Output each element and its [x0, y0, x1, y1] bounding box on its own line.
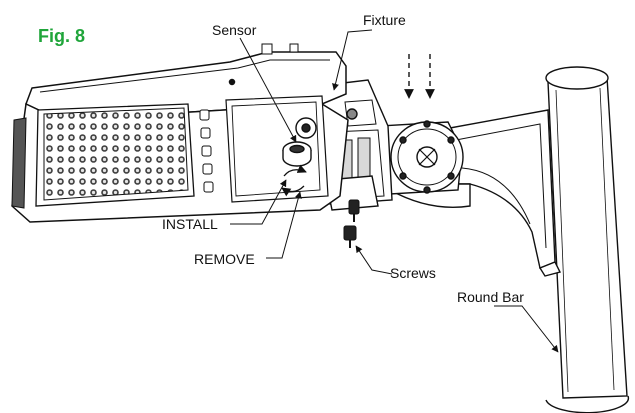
- leader-install: [230, 179, 287, 225]
- fixture-body: [11, 43, 349, 223]
- callout-round-bar: Round Bar: [457, 289, 524, 305]
- adapter-turntable: [377, 120, 464, 195]
- callout-install: INSTALL: [162, 216, 218, 232]
- callout-screws: Screws: [390, 265, 436, 281]
- sensor-socket: [295, 117, 317, 139]
- dashed-down-arrow-icon: [404, 54, 435, 99]
- leader-remove: [266, 191, 302, 259]
- leader-fixture: [332, 29, 373, 91]
- arrow-arc-clockwise-icon: [283, 164, 307, 177]
- sensor: [282, 117, 317, 167]
- leader-screws: [355, 245, 393, 275]
- leader-round-bar: [494, 305, 559, 353]
- leader-lines: [230, 29, 559, 353]
- arrow-arc-counterclockwise-icon: [281, 185, 305, 197]
- screws: [343, 199, 360, 248]
- round-bar: [545, 66, 630, 413]
- callout-fixture: Fixture: [363, 12, 406, 28]
- leader-sensor: [239, 37, 297, 143]
- callout-sensor: Sensor: [212, 22, 257, 38]
- figure-label: Fig. 8: [38, 26, 86, 46]
- callout-remove: REMOVE: [194, 251, 255, 267]
